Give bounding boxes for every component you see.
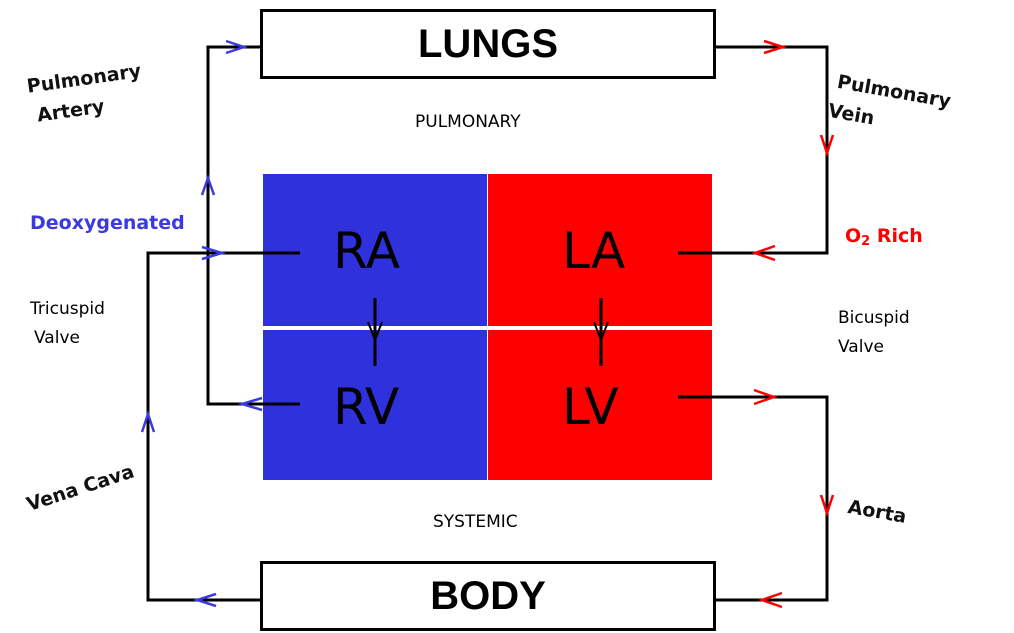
arrow-right-icon xyxy=(763,39,788,55)
oxygen-rich-label: O2 Rich xyxy=(845,225,923,249)
body-box: BODY xyxy=(260,561,716,631)
arrow-left-icon xyxy=(758,591,783,609)
pulmonary-artery-line xyxy=(206,45,302,406)
deoxygenated-label: Deoxygenated xyxy=(30,212,185,234)
arrow-right-icon xyxy=(201,245,227,261)
aorta-line xyxy=(676,395,829,602)
pulmonary-circuit-label: PULMONARY xyxy=(415,112,521,132)
tricuspid-valve-label: Tricuspid Valve xyxy=(30,299,105,348)
arrow-left-icon xyxy=(237,396,263,412)
lungs-box: LUNGS xyxy=(260,9,716,79)
arrow-left-icon xyxy=(192,592,217,608)
lv-label: LV xyxy=(562,378,619,436)
body-label: BODY xyxy=(430,573,546,618)
ra-label: RA xyxy=(333,222,400,280)
arrow-right-icon xyxy=(753,388,778,406)
bicuspid-valve-label: Bicuspid Valve xyxy=(838,308,910,357)
lungs-label: LUNGS xyxy=(418,21,558,66)
arrow-down-icon xyxy=(819,494,835,517)
arrow-up-icon xyxy=(200,174,216,196)
arrow-left-icon xyxy=(751,244,776,262)
arrow-right-icon xyxy=(225,39,248,55)
arrow-down-icon xyxy=(819,134,835,157)
systemic-circuit-label: SYSTEMIC xyxy=(433,512,518,532)
arrow-down-icon xyxy=(367,321,383,343)
la-label: LA xyxy=(562,222,626,280)
arrow-down-icon xyxy=(593,321,609,343)
arrow-up-icon xyxy=(140,410,156,433)
rv-label: RV xyxy=(333,378,400,436)
